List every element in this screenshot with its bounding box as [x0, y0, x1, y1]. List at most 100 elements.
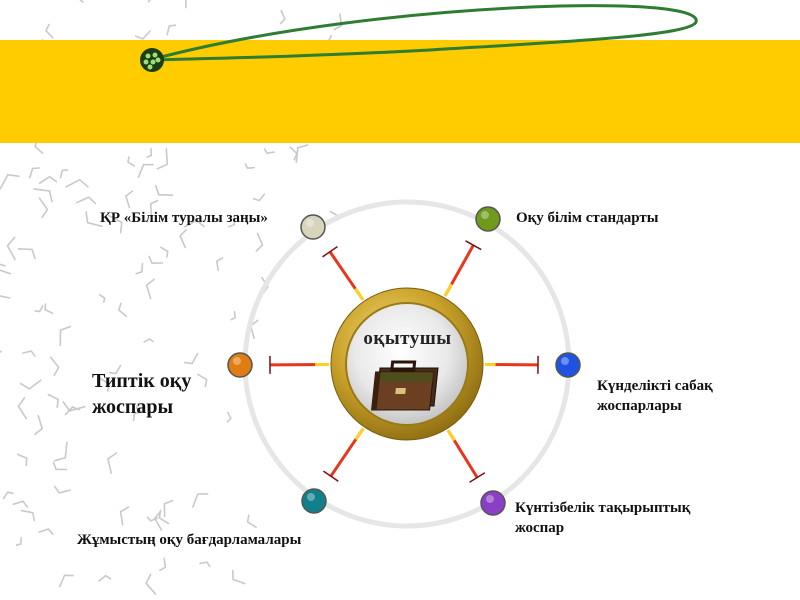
node-dot-model [228, 353, 252, 377]
atom-ball-icon [140, 48, 164, 72]
pattern-stroke [290, 147, 297, 159]
pattern-stroke [167, 25, 175, 35]
spoke-law [323, 247, 363, 300]
pattern-stroke [46, 25, 53, 38]
node-label-daily: Күнделікті сабақ жоспарлары [597, 376, 747, 416]
pattern-stroke [0, 175, 19, 189]
pattern-stroke [77, 197, 96, 203]
pattern-stroke [54, 463, 67, 470]
title-banner [0, 40, 800, 143]
pattern-stroke [147, 279, 155, 298]
pattern-stroke [136, 264, 142, 274]
node-label-standards: Оқу білім стандарты [516, 208, 658, 228]
pattern-stroke [55, 442, 67, 460]
pattern-stroke [60, 327, 70, 346]
node-dot-working [302, 489, 326, 513]
pattern-stroke [22, 511, 35, 521]
pattern-stroke [164, 501, 172, 517]
pattern-stroke [18, 398, 26, 419]
pattern-stroke [0, 260, 5, 266]
pattern-stroke [156, 186, 173, 195]
pattern-stroke [30, 168, 39, 178]
pattern-stroke [99, 576, 111, 581]
pattern-stroke [217, 258, 223, 270]
pattern-stroke [23, 351, 35, 356]
pattern-stroke [0, 350, 1, 354]
spoke-standards [445, 241, 481, 296]
pattern-stroke [228, 412, 231, 422]
pattern-stroke [200, 562, 210, 566]
pattern-stroke [254, 194, 265, 200]
pattern-stroke [21, 380, 41, 389]
pattern-stroke [35, 306, 42, 312]
pattern-stroke [160, 558, 166, 570]
pattern-stroke [40, 177, 57, 184]
pattern-stroke [48, 395, 58, 408]
pattern-stroke [149, 257, 162, 264]
node-dot-standards [476, 207, 500, 231]
node-highlight-daily [561, 357, 569, 365]
pattern-stroke [121, 507, 129, 524]
pattern-stroke [66, 180, 88, 187]
pattern-stroke [34, 189, 52, 202]
node-dot-daily [556, 353, 580, 377]
pattern-stroke [108, 453, 117, 473]
pattern-stroke [8, 237, 16, 259]
pattern-stroke [136, 31, 150, 39]
pattern-stroke [45, 304, 52, 313]
briefcase-icon [372, 362, 439, 410]
pattern-stroke [256, 233, 262, 251]
pattern-stroke [4, 492, 13, 498]
pattern-stroke [185, 354, 198, 364]
pattern-stroke [334, 14, 341, 30]
pattern-stroke [119, 304, 127, 317]
node-highlight-standards [481, 211, 489, 219]
pattern-stroke [147, 149, 151, 157]
node-label-model: Типтік оқу жоспары [92, 368, 212, 420]
center-hub [331, 288, 483, 440]
pattern-stroke [180, 230, 186, 248]
pattern-stroke [51, 357, 59, 375]
node-dot-law [301, 215, 325, 239]
pattern-stroke [39, 529, 53, 534]
pattern-stroke [63, 402, 85, 411]
pattern-stroke [157, 149, 167, 169]
center-label: оқытушы [340, 328, 475, 350]
pattern-stroke [186, 0, 196, 8]
pattern-stroke [139, 165, 154, 178]
node-highlight-working [307, 493, 315, 501]
pattern-stroke [248, 515, 257, 527]
pattern-stroke [78, 0, 83, 2]
pattern-stroke [149, 0, 169, 2]
pattern-stroke [128, 157, 134, 166]
pattern-stroke [40, 198, 48, 217]
pattern-stroke [126, 191, 132, 207]
pattern-stroke [17, 538, 22, 545]
spoke-daily [485, 356, 538, 374]
pattern-stroke [144, 339, 153, 342]
pattern-stroke [100, 295, 105, 302]
pattern-stroke [296, 145, 307, 162]
node-highlight-model [233, 357, 241, 365]
pattern-stroke [161, 247, 168, 257]
node-label-law: ҚР «Білім туралы заңы» [100, 208, 268, 228]
node-label-calendar: Күнтізбелік тақырыптық жоспар [515, 498, 735, 538]
pattern-stroke [55, 487, 70, 493]
node-label-working: Жұмыстың оқу бағдарламалары [77, 530, 301, 550]
pattern-stroke [0, 288, 10, 298]
pattern-stroke [233, 571, 245, 584]
pattern-stroke [61, 170, 68, 178]
node-highlight-law [306, 219, 314, 227]
pattern-stroke [35, 416, 42, 435]
pattern-stroke [13, 501, 27, 507]
pattern-stroke [146, 574, 155, 594]
pattern-stroke [245, 164, 254, 168]
spoke-model [270, 356, 329, 374]
spoke-calendar [448, 430, 485, 482]
pattern-stroke [18, 454, 27, 465]
pattern-stroke [231, 312, 235, 320]
pattern-stroke [265, 149, 274, 153]
pattern-stroke [281, 11, 285, 24]
pattern-stroke [193, 494, 208, 507]
node-dot-calendar [481, 491, 505, 515]
